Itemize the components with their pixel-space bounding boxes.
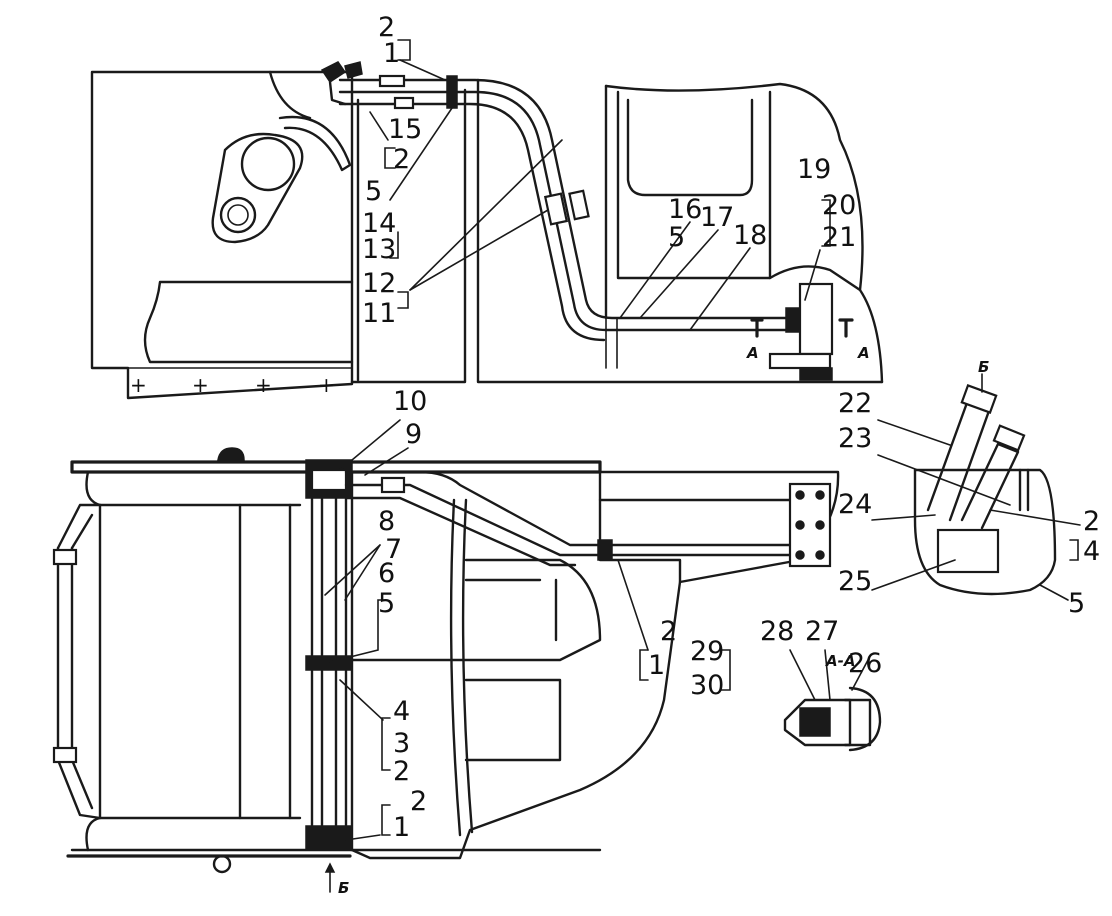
detail-aa-section	[783, 686, 882, 752]
callout-c-18: 18	[733, 220, 767, 251]
callout-c-2d: 2	[660, 616, 677, 647]
view-letters: А А Б А-А Б	[338, 344, 989, 897]
callout-c-2f: 2	[410, 786, 427, 817]
callout-c-15: 15	[388, 114, 422, 145]
top-pipes	[320, 61, 792, 369]
callout-c-20: 20	[822, 190, 856, 221]
bottom-frame	[52, 447, 840, 874]
callout-c-22: 22	[838, 388, 872, 419]
top-left-panel: + + + +	[90, 70, 354, 400]
callout-c-19: 19	[797, 154, 831, 185]
view-letter-l-b2: Б	[338, 879, 349, 897]
callout-c-29: 29	[690, 636, 724, 667]
callout-c-1a: 1	[383, 38, 400, 69]
callout-c-1b: 1	[648, 650, 665, 681]
callout-c-17: 17	[700, 202, 734, 233]
top-right-tank	[604, 82, 884, 384]
callout-c-2a: 2	[378, 12, 395, 43]
callout-c-7: 7	[385, 534, 402, 565]
svg-text:+: +	[255, 373, 272, 397]
callout-c-4b: 4	[393, 696, 410, 727]
callout-c-5d: 5	[378, 588, 395, 619]
view-letter-l-a1: А	[746, 344, 759, 362]
callout-labels: 2115251413121119202116171851092223242425…	[362, 12, 1100, 843]
callout-c-10: 10	[393, 386, 427, 417]
view-letter-l-aa: А-А	[825, 652, 855, 670]
callout-c-3: 3	[393, 728, 410, 759]
view-letter-l-b1: Б	[978, 358, 989, 376]
svg-text:+: +	[192, 373, 209, 397]
callout-c-5a: 5	[365, 176, 382, 207]
callout-c-12: 12	[362, 268, 396, 299]
callout-c-23: 23	[838, 423, 872, 454]
callout-c-5b: 5	[668, 222, 685, 253]
callout-c-13: 13	[362, 234, 396, 265]
top-frame-members	[350, 78, 884, 384]
callout-c-2c: 2	[1083, 506, 1100, 537]
callout-c-5c: 5	[1068, 588, 1085, 619]
callout-c-2b: 2	[393, 144, 410, 175]
view-letter-l-a2: А	[857, 344, 870, 362]
callout-c-16: 16	[668, 194, 702, 225]
callout-c-8: 8	[378, 506, 395, 537]
callout-c-4a: 4	[1083, 536, 1100, 567]
detail-b-view	[913, 384, 1057, 596]
callout-c-25: 25	[838, 566, 872, 597]
callout-c-26: 26	[848, 648, 882, 679]
svg-text:+: +	[318, 373, 335, 397]
callout-c-28: 28	[760, 616, 794, 647]
svg-text:+: +	[130, 373, 147, 397]
callout-c-24: 24	[838, 489, 872, 520]
callout-c-2e: 2	[393, 756, 410, 787]
callout-c-14: 14	[362, 208, 396, 239]
callout-c-21: 21	[822, 222, 856, 253]
leader-lines	[324, 39, 1081, 893]
bottom-pipes	[305, 459, 832, 851]
callout-c-11: 11	[362, 298, 396, 329]
callout-c-6: 6	[378, 558, 395, 589]
callout-c-9: 9	[405, 419, 422, 450]
callout-c-1c: 1	[393, 812, 410, 843]
callout-c-27: 27	[805, 616, 839, 647]
callout-c-30: 30	[690, 670, 724, 701]
